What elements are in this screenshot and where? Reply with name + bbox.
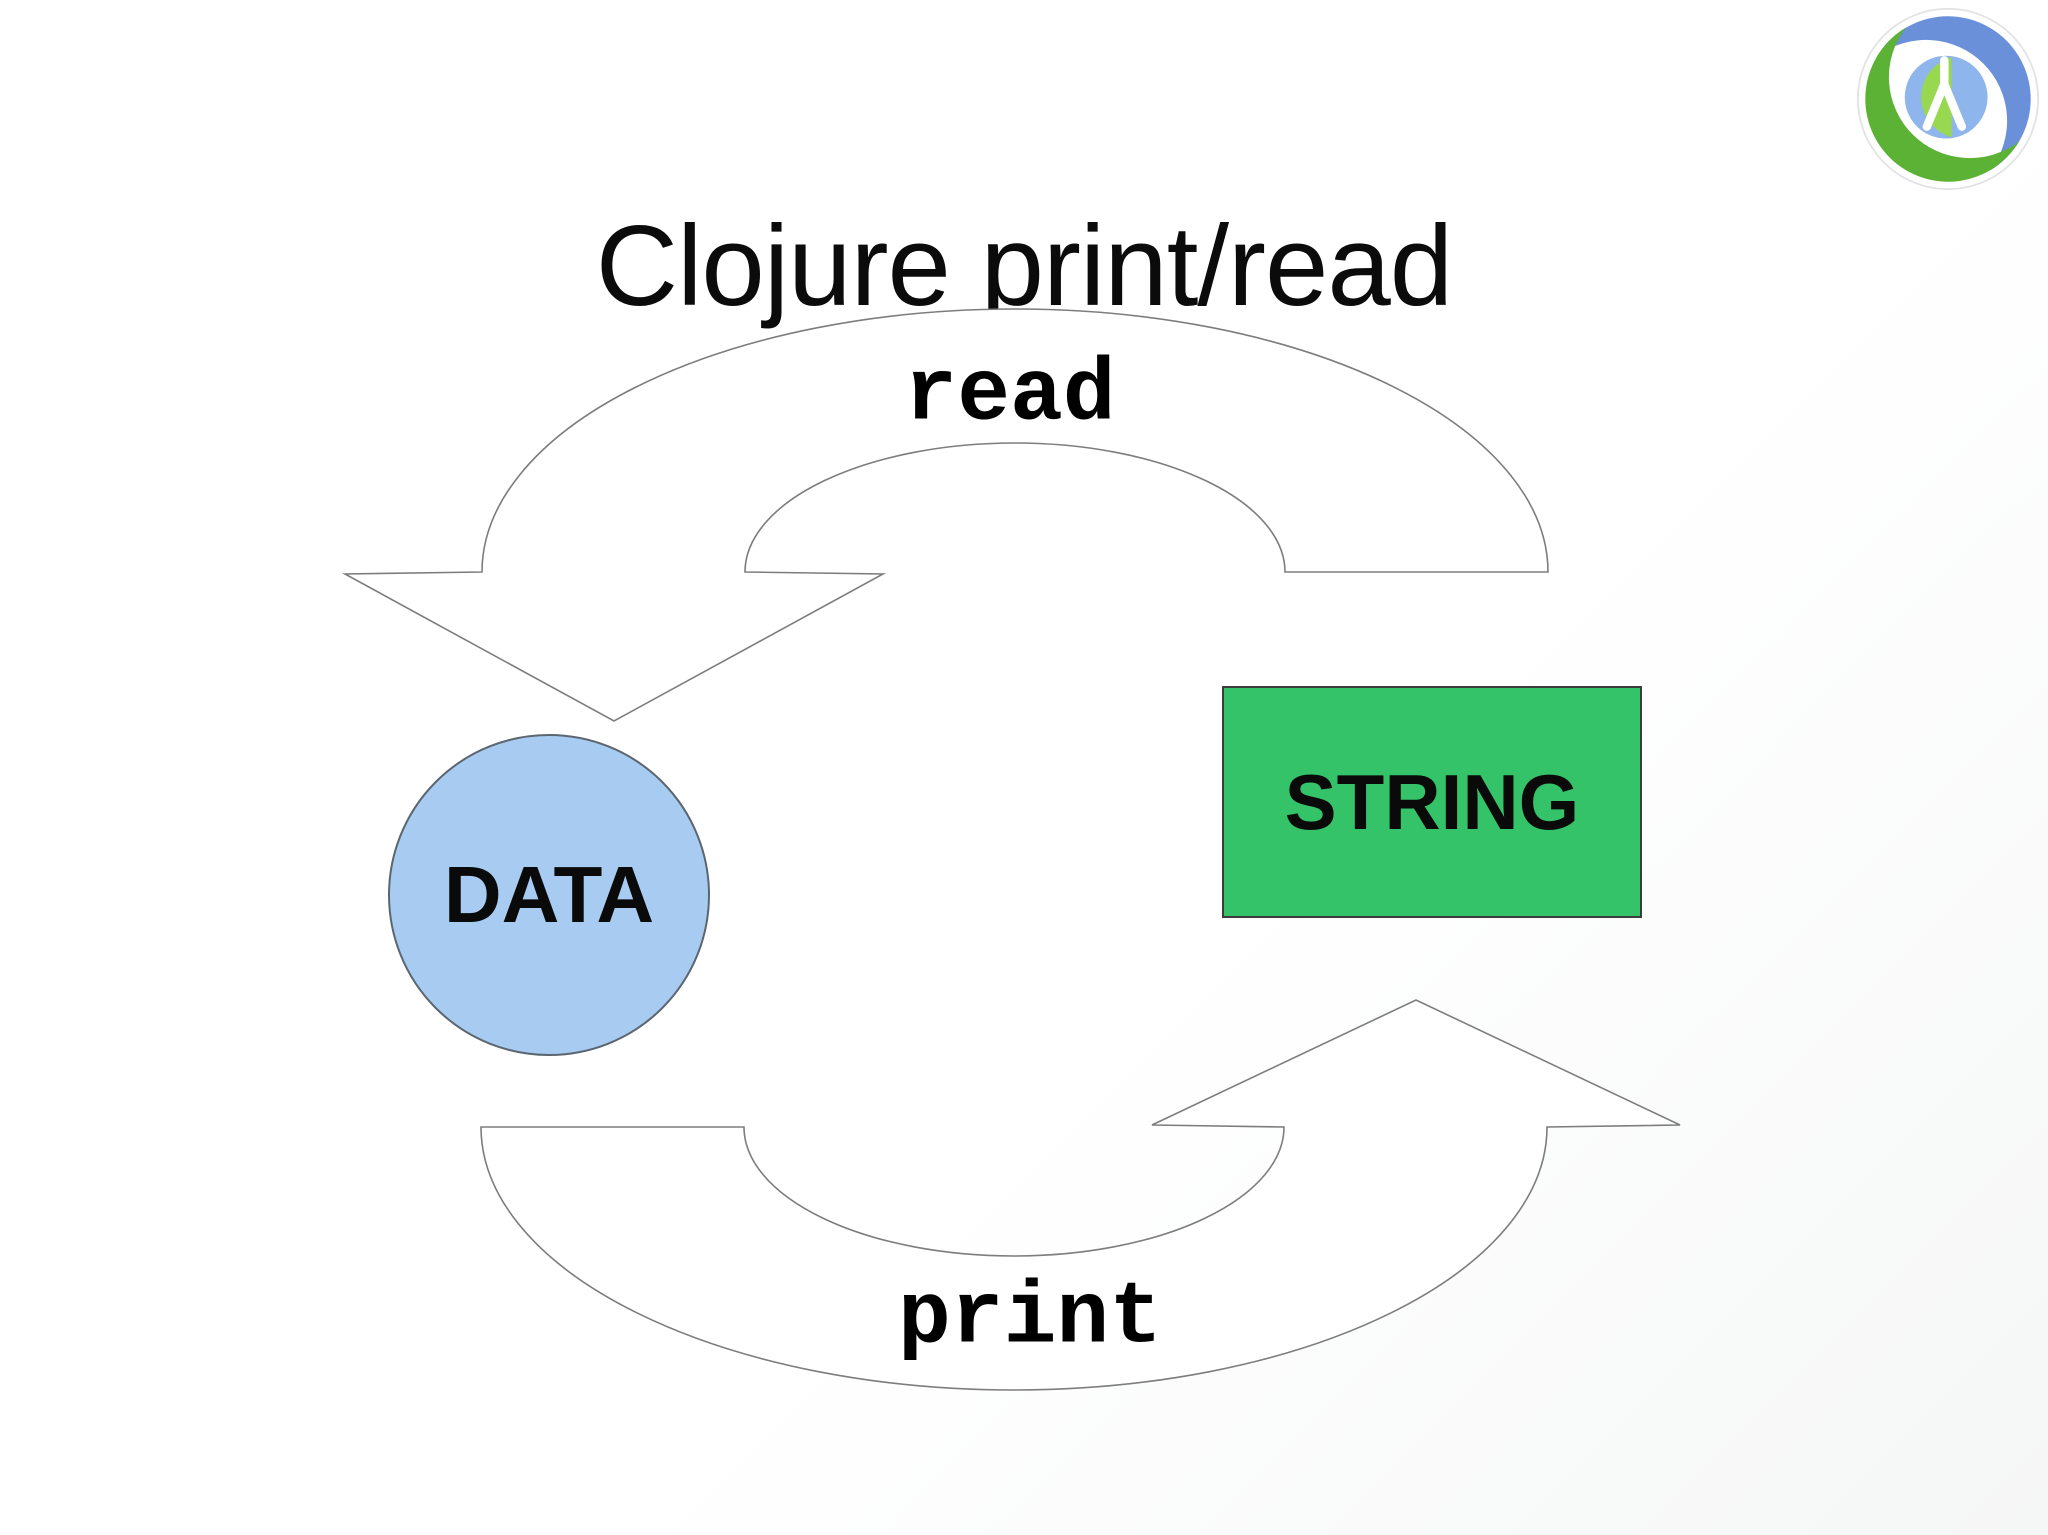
clojure-logo-icon xyxy=(1856,7,2040,191)
read-arrow-label: read xyxy=(904,346,1116,446)
data-node: DATA xyxy=(388,734,710,1056)
logo-green-swoosh xyxy=(1865,27,2020,182)
string-node: STRING xyxy=(1222,686,1642,918)
logo-lambda xyxy=(1922,56,1967,131)
data-node-label: DATA xyxy=(443,850,655,939)
print-arrow-label: print xyxy=(897,1269,1163,1369)
logo-blue-swoosh xyxy=(1876,16,2031,171)
print-arrow xyxy=(480,999,1681,1391)
read-arrow xyxy=(341,308,1549,722)
string-node-label: STRING xyxy=(1284,757,1580,846)
